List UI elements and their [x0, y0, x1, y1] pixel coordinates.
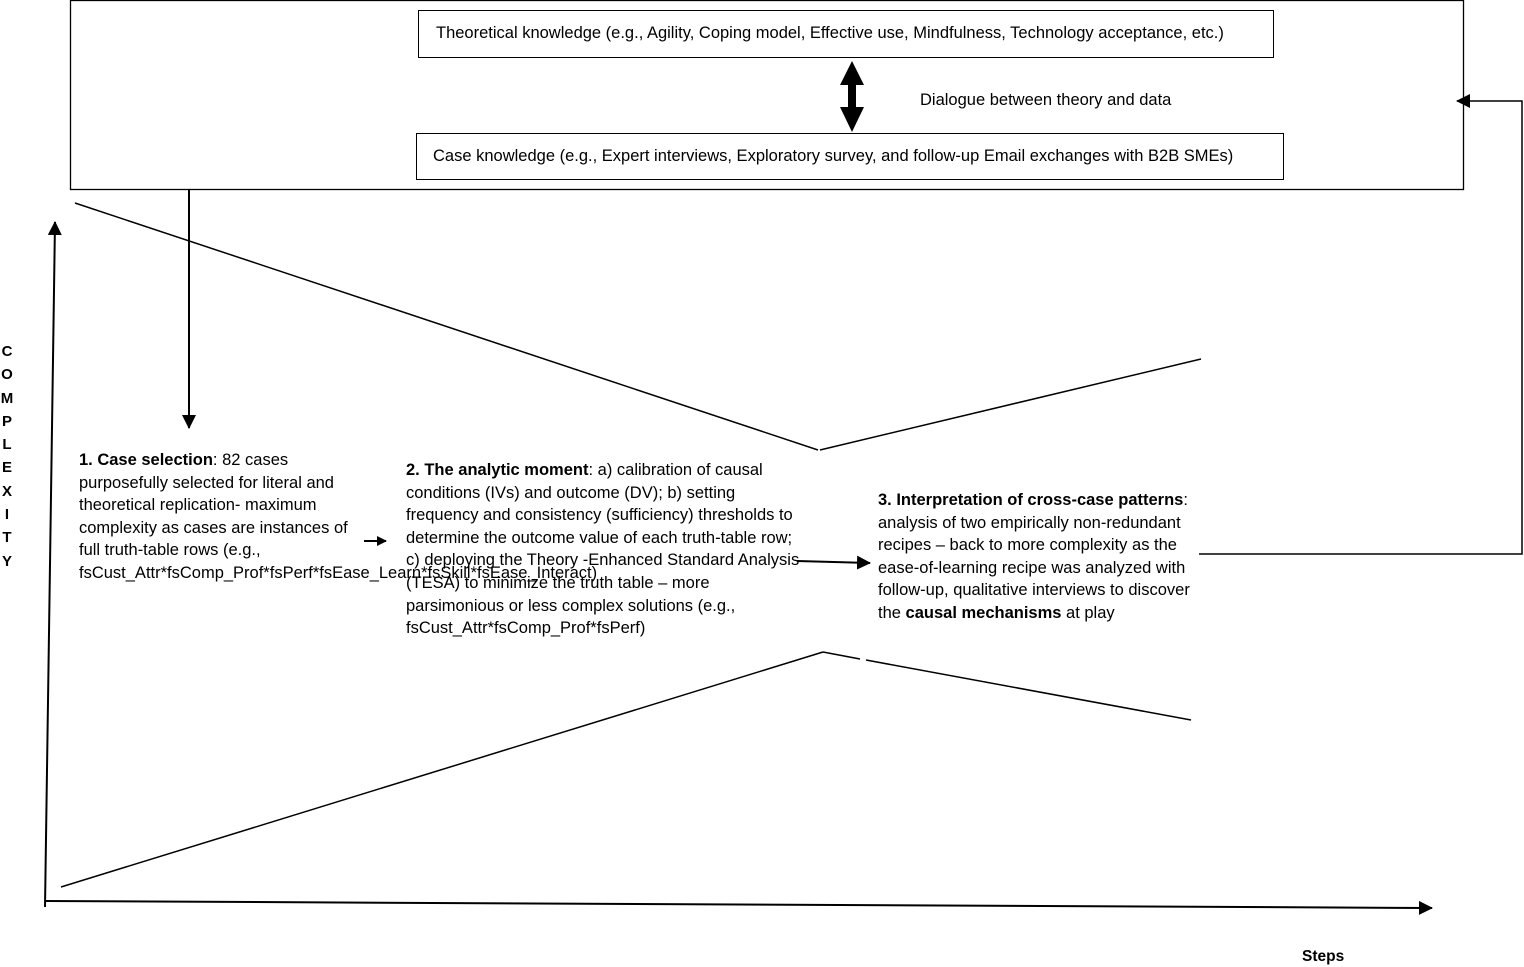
y-axis-letter: O: [1, 366, 13, 384]
step2-to-step3-arrow: [796, 555, 871, 570]
y-axis-letter: X: [1, 482, 12, 500]
funnel-upper-left-line: [74, 202, 819, 451]
step-3-body-before: : analysis of two empirically non-redund…: [878, 491, 1190, 622]
y-axis-letter: M: [0, 389, 14, 407]
funnel-lower-left-line: [60, 651, 824, 888]
funnel-upper-right-line: [819, 358, 1202, 451]
y-axis-label: C O M P L E X I T Y: [0, 340, 14, 573]
step-1-case-selection: 1. Case selection: 82 cases purposefully…: [79, 449, 597, 585]
step-2-body: : a) calibration of causal conditions (I…: [406, 461, 800, 638]
y-axis-letter: I: [4, 506, 10, 524]
feedback-loop-line: [1199, 94, 1523, 555]
funnel-lower-mid-line: [822, 651, 861, 660]
y-axis-letter: C: [1, 343, 13, 360]
y-axis-letter: E: [1, 459, 12, 477]
step-2-analytic-moment: 2. The analytic moment: a) calibration o…: [406, 459, 801, 640]
dialogue-label: Dialogue between theory and data: [920, 91, 1172, 109]
step-3-title: 3. Interpretation of cross-case patterns: [878, 491, 1184, 509]
y-axis: [44, 221, 62, 908]
step-3-body-after: at play: [1061, 603, 1115, 622]
step-3-body-bold: causal mechanisms: [905, 603, 1062, 622]
step-2-title: 2. The analytic moment: [406, 461, 589, 479]
y-axis-letter: L: [2, 436, 12, 454]
x-axis-label: Steps: [1302, 948, 1345, 965]
theoretical-knowledge-text: Theoretical knowledge (e.g., Agility, Co…: [436, 24, 1224, 42]
x-axis: [44, 900, 1433, 915]
dialogue-double-arrow: [840, 61, 864, 132]
y-axis-letter: Y: [1, 552, 12, 570]
theoretical-knowledge-box: Theoretical knowledge (e.g., Agility, Co…: [418, 10, 1274, 58]
step-1-body: : 82 cases purposefully selected for lit…: [79, 451, 598, 582]
case-knowledge-text: Case knowledge (e.g., Expert interviews,…: [433, 147, 1234, 165]
y-axis-letter: P: [1, 412, 12, 430]
case-knowledge-box: Case knowledge (e.g., Expert interviews,…: [416, 133, 1284, 180]
step-1-title: 1. Case selection: [79, 451, 213, 469]
funnel-lower-right-line: [865, 659, 1192, 721]
y-axis-letter: T: [2, 529, 12, 547]
step-3-interpretation: 3. Interpretation of cross-case patterns…: [878, 489, 1196, 625]
